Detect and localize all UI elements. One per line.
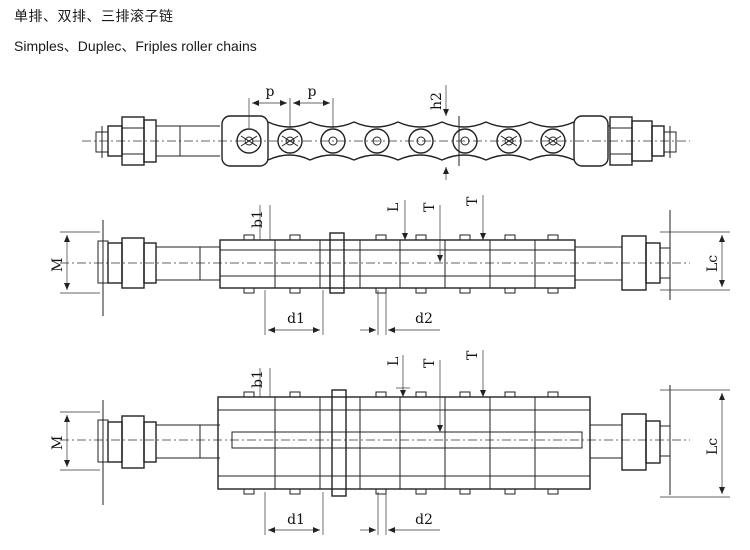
- d2-label-duplex: d2: [415, 311, 433, 327]
- T-label-triplex-2: T: [465, 350, 481, 360]
- d1-label-triplex: d1: [287, 512, 305, 528]
- T-label-triplex-1: T: [422, 358, 438, 368]
- right-end-fitting: [608, 116, 677, 166]
- T-label-duplex-2: T: [465, 196, 481, 206]
- b1-label-triplex: b1: [250, 370, 266, 388]
- left-end-fitting: [95, 116, 220, 166]
- triplex-chain-body: [217, 389, 591, 497]
- pitch-label-2: p: [308, 84, 317, 100]
- triplex-top-view: M Lc b1 L T T d1 d2: [50, 350, 730, 535]
- L-label-triplex: L: [386, 357, 402, 366]
- duplex-top-view: M Lc b1 L T T d1 d2: [50, 195, 730, 335]
- T-label-duplex-1: T: [422, 202, 438, 212]
- title-english: Simples、Duplec、Friples roller chains: [14, 38, 257, 54]
- duplex-left-fitting: [97, 220, 220, 316]
- title-chinese: 单排、双排、三排滚子链: [14, 9, 174, 25]
- triplex-right-fitting: [590, 385, 671, 495]
- plate-height-label: h2: [429, 92, 445, 110]
- L-label-duplex: L: [386, 203, 402, 212]
- d1-label-duplex: d1: [287, 311, 305, 327]
- M-label-triplex: M: [50, 436, 66, 450]
- Lc-label-triplex: Lc: [705, 438, 721, 455]
- pitch-label-1: p: [266, 84, 275, 100]
- side-view: p p h2: [82, 84, 690, 180]
- duplex-chain-body: [219, 232, 576, 294]
- Lc-label-duplex: Lc: [705, 255, 721, 272]
- triplex-left-fitting: [97, 400, 220, 505]
- d2-label-triplex: d2: [415, 512, 433, 528]
- M-label-duplex: M: [50, 258, 66, 272]
- chain-body-side: [221, 115, 609, 167]
- duplex-right-fitting: [575, 210, 671, 300]
- b1-label-duplex: b1: [250, 210, 266, 228]
